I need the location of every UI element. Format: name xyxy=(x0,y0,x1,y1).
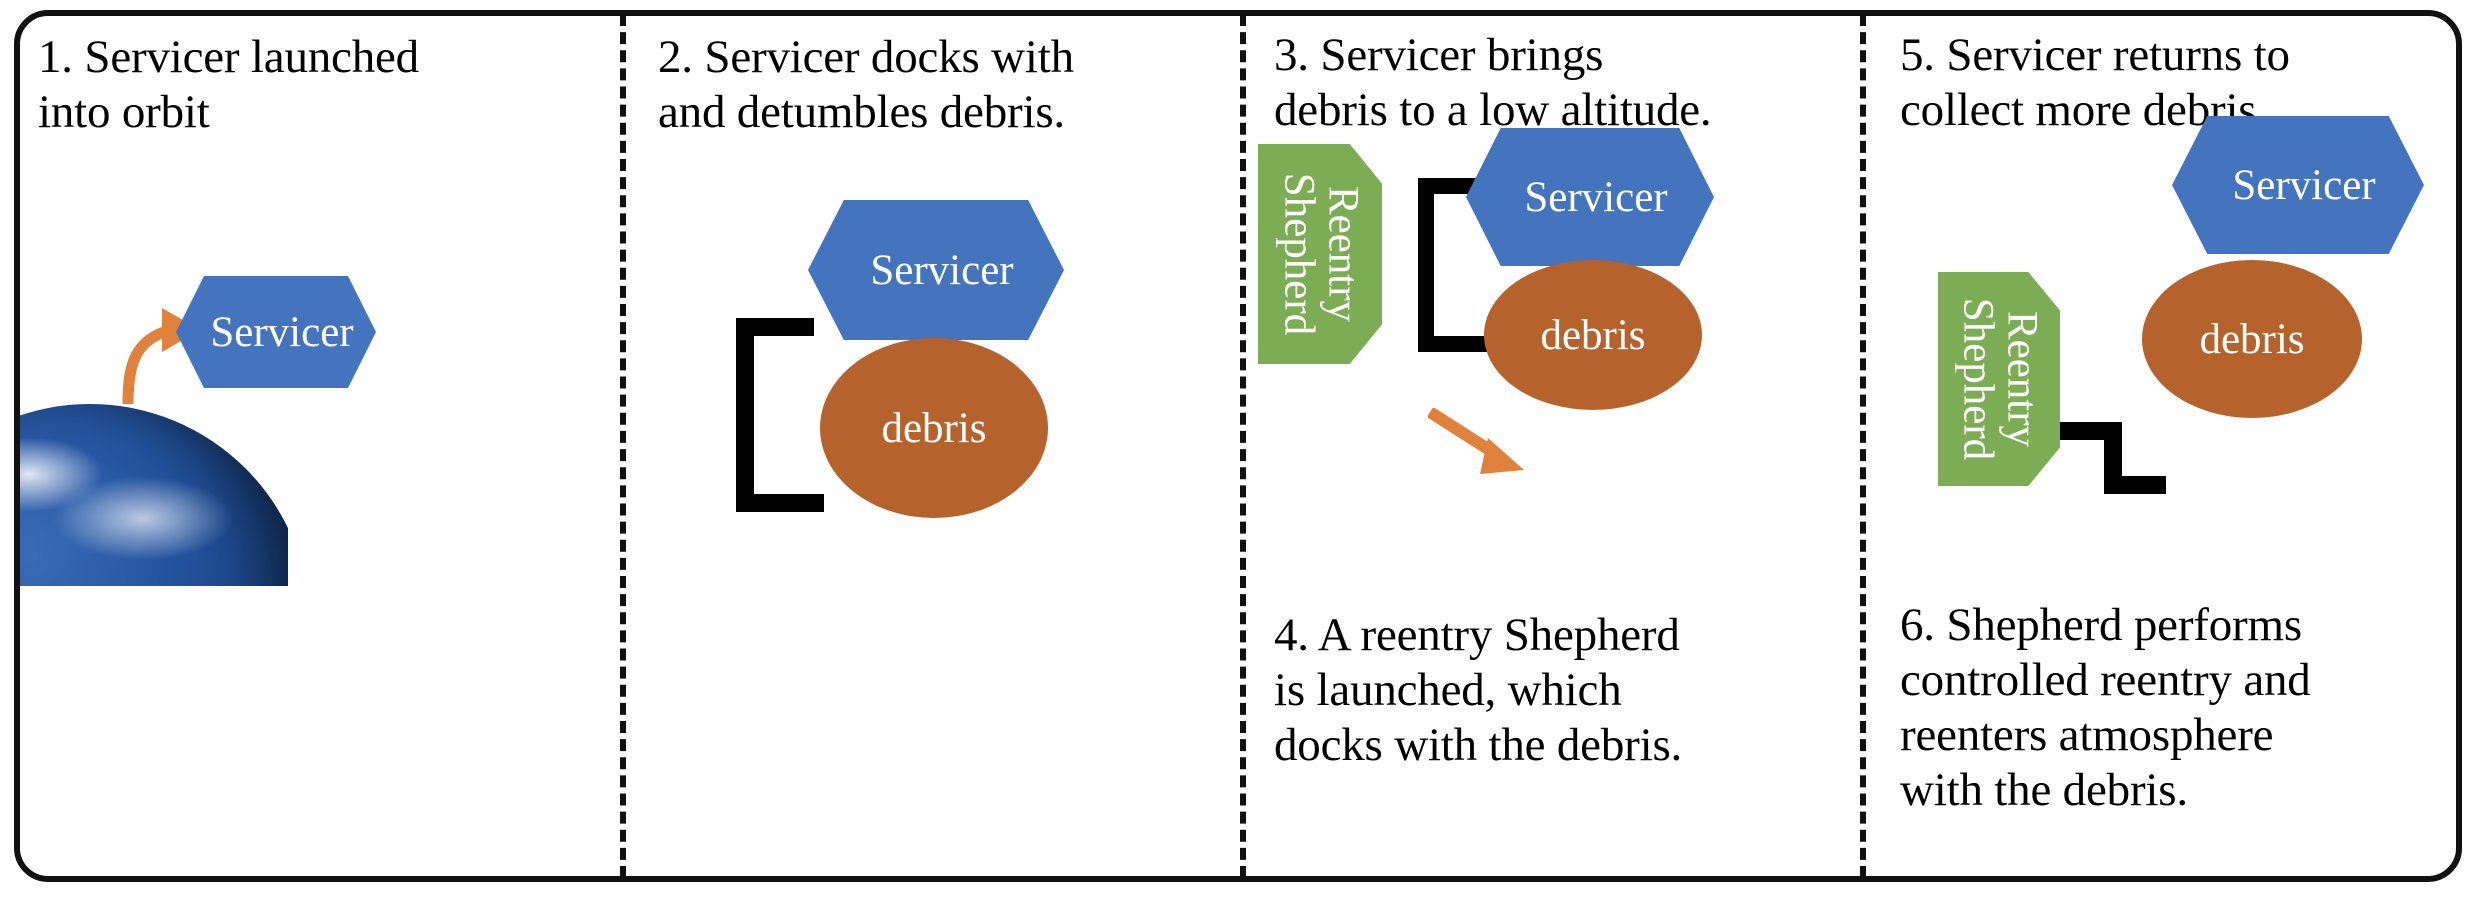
panel-3-caption: 3. Servicer brings debris to a low altit… xyxy=(1274,29,1712,136)
debris-shape-panel-2: debris xyxy=(820,338,1048,518)
debris-label: debris xyxy=(881,404,987,452)
earth-image xyxy=(20,404,288,586)
shepherd-label: Reentry Shepherd xyxy=(1954,297,2046,461)
servicer-shape-panel-1: Servicer xyxy=(176,276,376,388)
servicer-shape-panel-3: Servicer xyxy=(1466,128,1714,266)
panel-1-caption: 1. Servicer launched into orbit xyxy=(38,31,419,138)
diagram-frame xyxy=(14,10,2462,882)
shepherd-label: Reentry Shepherd xyxy=(1275,172,1367,336)
panel-4: 5. Servicer returns to collect more debr… xyxy=(1880,10,2480,894)
servicer-label: Servicer xyxy=(2232,161,2376,209)
step-connector-right-arm xyxy=(2104,476,2166,494)
servicer-label: Servicer xyxy=(210,308,354,356)
servicer-shape-panel-4: Servicer xyxy=(2172,116,2424,254)
panel-3: 3. Servicer brings debris to a low altit… xyxy=(1258,10,1860,894)
debris-shape-panel-3: debris xyxy=(1484,260,1702,410)
dock-arrow-icon xyxy=(1428,408,1524,474)
debris-label: debris xyxy=(1540,311,1646,359)
servicer-label: Servicer xyxy=(870,246,1014,294)
panel-divider-3 xyxy=(1860,14,1866,878)
panel-1: 1. Servicer launched into orbit Servicer xyxy=(20,10,620,894)
debris-shape-panel-4: debris xyxy=(2142,260,2362,418)
servicer-label: Servicer xyxy=(1524,173,1668,221)
panel-2: 2. Servicer docks with and detumbles deb… xyxy=(640,10,1240,894)
panel-4-caption-lower: 6. Shepherd performs controlled reentry … xyxy=(1900,599,2311,816)
panel-divider-2 xyxy=(1240,14,1246,878)
debris-label: debris xyxy=(2199,315,2305,363)
panel-4-caption: 5. Servicer returns to collect more debr… xyxy=(1900,29,2290,136)
reentry-shepherd-shape-panel-3: Reentry Shepherd xyxy=(1258,144,1382,364)
docking-connector-top-arm xyxy=(736,318,814,336)
docking-connector-bottom-arm xyxy=(736,494,824,512)
docking-connector-spine xyxy=(736,318,754,512)
servicer-shape-panel-2: Servicer xyxy=(808,200,1064,340)
panel-divider-1 xyxy=(620,14,626,878)
panel-3-caption-lower: 4. A reentry Shepherd is launched, which… xyxy=(1274,609,1683,771)
reentry-shepherd-shape-panel-4: Reentry Shepherd xyxy=(1938,272,2060,486)
docking-connector-spine xyxy=(1418,178,1434,352)
panel-2-caption: 2. Servicer docks with and detumbles deb… xyxy=(658,31,1074,138)
